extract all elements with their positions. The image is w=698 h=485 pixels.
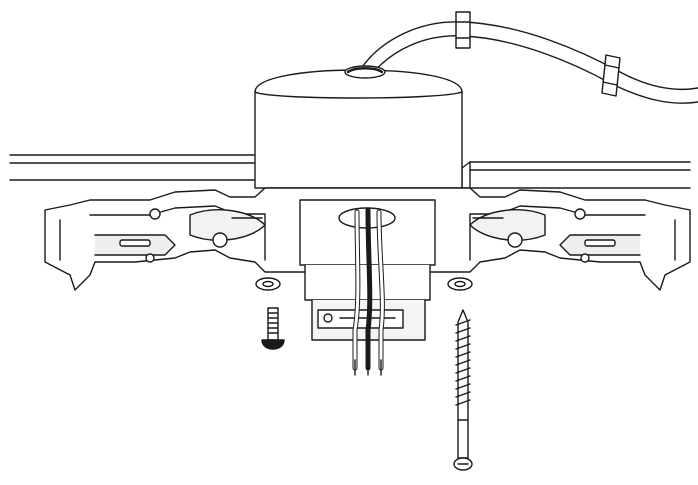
ceiling-board-right (461, 161, 691, 189)
machine-screw (261, 307, 285, 350)
cable-clamp-2 (601, 54, 621, 97)
supply-cable (359, 21, 698, 104)
washer-left (255, 277, 281, 291)
wire-black (365, 207, 373, 376)
ceiling-board-left (9, 154, 286, 181)
wire-ground (376, 209, 385, 376)
washer-right (447, 277, 473, 291)
wood-screw (453, 309, 473, 471)
electrical-box (254, 65, 463, 189)
wire-white (352, 209, 361, 376)
cable-clamp-1 (455, 11, 471, 49)
